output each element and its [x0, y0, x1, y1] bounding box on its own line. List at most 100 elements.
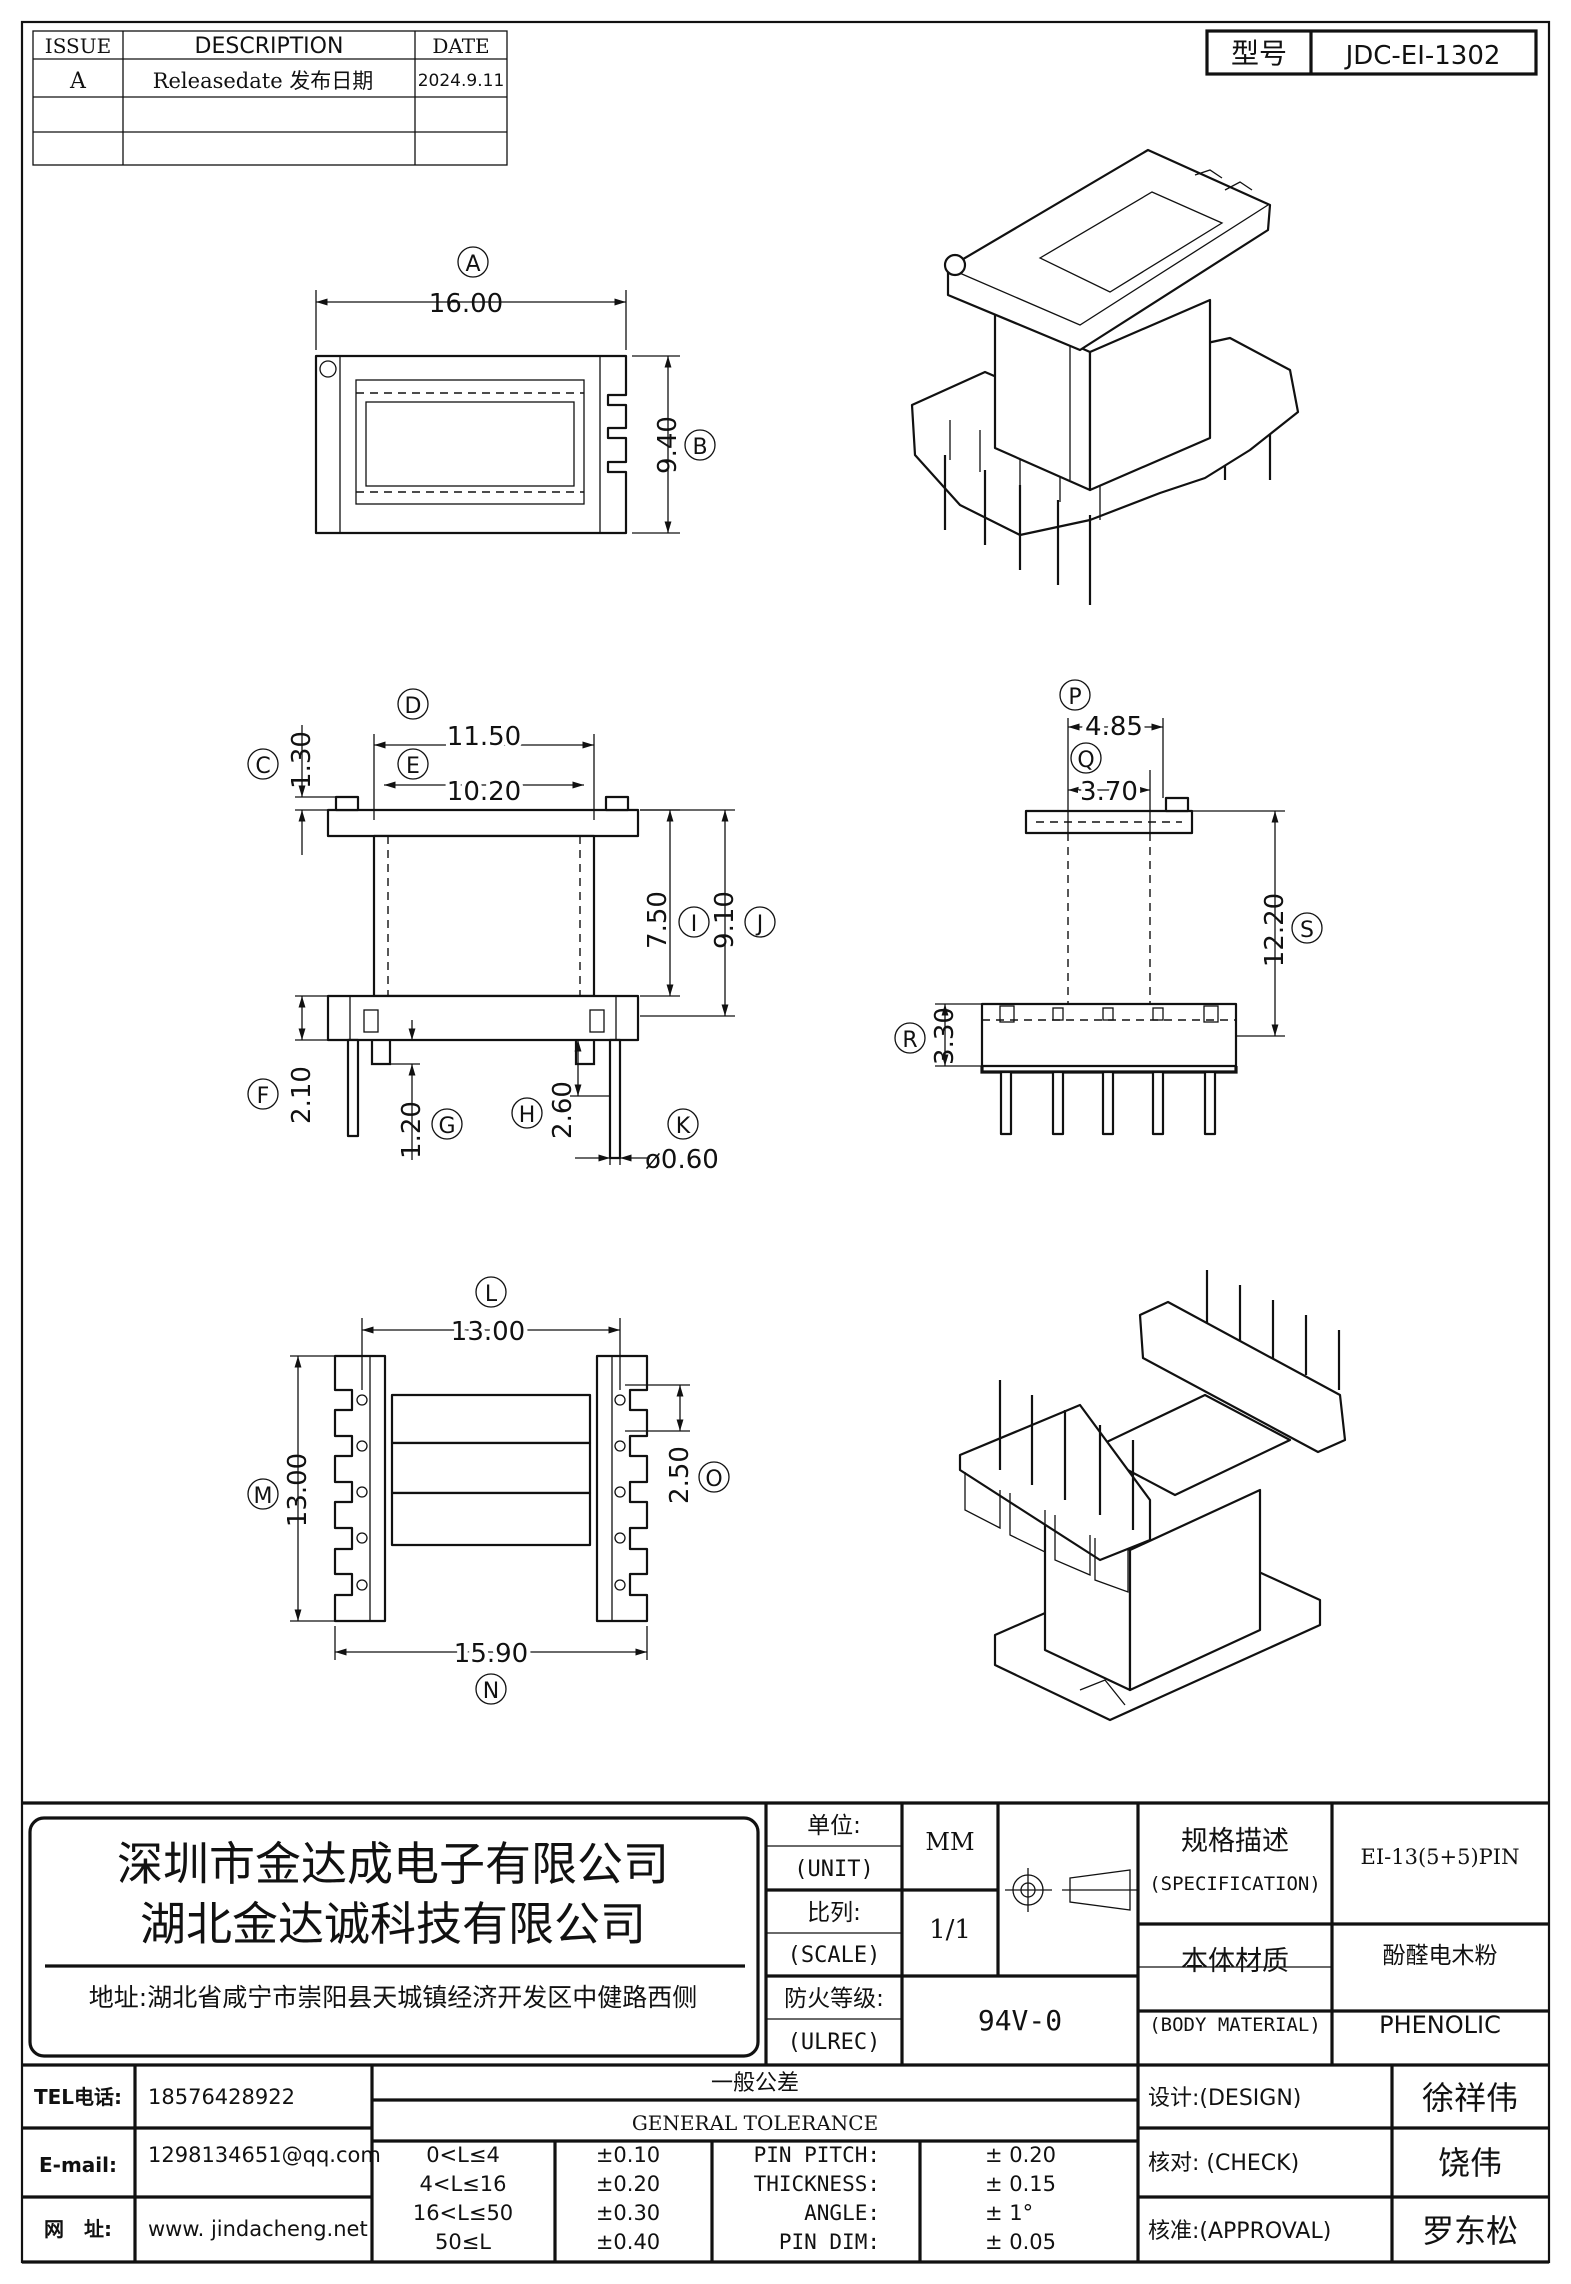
scale-value: 1/1	[929, 1915, 971, 1945]
dim-m-value: 13.00	[283, 1453, 313, 1527]
material-label-cn: 本体材质	[1181, 1946, 1289, 1977]
web-label: 网 址:	[44, 2217, 112, 2241]
tol-name: PIN DIM:	[779, 2230, 880, 2254]
approval-name: 罗东松	[1422, 2212, 1518, 2250]
dim-k-letter: K	[676, 1114, 691, 1139]
description-value: Releasedate 发布日期	[153, 69, 374, 93]
unit-label-en: (UNIT)	[794, 1857, 873, 1882]
dim-b-value: 9.40	[653, 416, 683, 474]
dim-l-letter: L	[485, 1282, 498, 1307]
front-view: 11.50 D 10.20 E 1.30 C 7.50 I 9.10 J 2.1	[247, 688, 776, 1175]
model-box: 型号 JDC-EI-1302	[1205, 29, 1538, 76]
iso-view-bottom	[958, 1270, 1347, 1722]
dim-k-value: ø0.60	[645, 1145, 719, 1175]
dim-c-value: 1.30	[287, 731, 317, 789]
dim-j-value: 9.10	[710, 891, 740, 949]
description-header: DESCRIPTION	[195, 34, 344, 59]
material-value-en: PHENOLIC	[1379, 2011, 1501, 2039]
dim-s-value: 12.20	[1260, 893, 1290, 967]
unit-value: MM	[925, 1828, 974, 1856]
dim-f-value: 2.10	[287, 1066, 317, 1124]
design-name: 徐祥伟	[1422, 2079, 1518, 2117]
tol-value: ±0.20	[596, 2172, 660, 2196]
projection-symbol	[1005, 1868, 1138, 1912]
tol-range: 0<L≤4	[426, 2143, 500, 2167]
tol-value: ±0.40	[596, 2230, 660, 2254]
check-label: 核对: (CHECK)	[1148, 2151, 1299, 2176]
dim-h-letter: H	[519, 1103, 536, 1128]
dim-f-letter: F	[257, 1084, 270, 1109]
web-value: www. jindacheng.net	[148, 2217, 368, 2241]
side-view: 4.85 P 3.70 Q 12.20 S 3.30 R	[894, 679, 1323, 1136]
fire-label-cn: 防火等级:	[784, 1986, 884, 2012]
dim-n-letter: N	[483, 1679, 499, 1704]
spec-label-cn: 规格描述	[1181, 1826, 1289, 1857]
bottom-view: 13.00 L 13.00 M 15.90 N 2.50 O	[247, 1276, 730, 1705]
dim-e-letter: E	[406, 754, 420, 779]
tolerance-rows: 0<L≤4 ±0.10 PIN PITCH: ± 0.20 4<L≤16 ±0.…	[413, 2143, 1056, 2254]
tol-value: ±0.10	[596, 2143, 660, 2167]
dim-s-letter: S	[1300, 918, 1314, 943]
dim-j-letter: J	[755, 912, 764, 937]
dim-h-value: 2.60	[548, 1081, 578, 1139]
spec-value: EI-13(5+5)PIN	[1361, 1845, 1520, 1869]
company-name-1: 深圳市金达成电子有限公司	[117, 1837, 669, 1891]
dim-d-letter: D	[405, 694, 422, 719]
dim-r-letter: R	[902, 1028, 917, 1053]
approval-label: 核准:(APPROVAL)	[1148, 2219, 1331, 2244]
tol-name: PIN PITCH:	[754, 2143, 880, 2167]
title-block: 深圳市金达成电子有限公司 湖北金达诚科技有限公司 地址:湖北省咸宁市崇阳县天城镇…	[22, 1801, 1549, 2264]
dim-a-value: 16.00	[429, 289, 503, 319]
tolerance-title-cn: 一般公差	[711, 2071, 799, 2096]
dim-i-value: 7.50	[643, 891, 673, 949]
dim-n-value: 15.90	[454, 1639, 528, 1669]
date-value: 2024.9.11	[418, 71, 505, 91]
design-label: 设计:(DESIGN)	[1148, 2086, 1301, 2111]
dim-r-value: 3.30	[930, 1007, 960, 1065]
dim-o-value: 2.50	[665, 1446, 695, 1504]
dim-l-value: 13.00	[451, 1317, 525, 1347]
tel-label: TEL电话:	[34, 2085, 122, 2109]
material-value-cn: 酚醛电木粉	[1383, 1943, 1498, 1969]
tol-value: ±0.30	[596, 2201, 660, 2225]
tol-range: 50≤L	[435, 2230, 491, 2254]
dim-d-value: 11.50	[447, 722, 521, 752]
email-label: E-mail:	[39, 2153, 117, 2177]
email-value: 1298134651@qq.com	[148, 2143, 381, 2167]
issue-header: ISSUE	[45, 34, 111, 58]
dim-g-letter: G	[438, 1114, 455, 1139]
unit-label-cn: 单位:	[807, 1813, 861, 1839]
dim-q-value: 3.70	[1080, 777, 1138, 807]
fire-value: 94V-0	[978, 2004, 1062, 2037]
revision-table: ISSUE DESCRIPTION DATE A Releasedate 发布日…	[32, 30, 508, 166]
tol-name: ANGLE:	[804, 2201, 880, 2225]
tol-spec: ± 1°	[985, 2201, 1033, 2225]
dim-m-letter: M	[254, 1484, 273, 1509]
tol-spec: ± 0.20	[985, 2143, 1056, 2167]
issue-value: A	[69, 69, 87, 94]
dim-c-letter: C	[255, 754, 270, 779]
dim-b-letter: B	[692, 435, 707, 460]
model-number: JDC-EI-1302	[1344, 41, 1501, 71]
fire-label-en: (ULREC)	[788, 2030, 881, 2055]
scale-label-en: (SCALE)	[788, 1943, 881, 1968]
top-view: 16.00 A 9.40 B	[314, 246, 716, 535]
iso-view-top	[910, 148, 1300, 605]
dim-p-letter: P	[1068, 685, 1081, 710]
model-label: 型号	[1231, 37, 1287, 70]
tel-value: 18576428922	[148, 2085, 295, 2109]
tolerance-title-en: GENERAL TOLERANCE	[632, 2111, 878, 2135]
company-name-2: 湖北金达诚科技有限公司	[140, 1897, 646, 1951]
tol-range: 16<L≤50	[413, 2201, 513, 2225]
tol-range: 4<L≤16	[420, 2172, 507, 2196]
dim-g-value: 1.20	[397, 1101, 427, 1159]
material-label-en: (BODY MATERIAL)	[1149, 2014, 1321, 2036]
spec-label-en: (SPECIFICATION)	[1149, 1873, 1321, 1895]
tol-spec: ± 0.15	[985, 2172, 1056, 2196]
dim-o-letter: O	[705, 1467, 722, 1492]
dim-a-letter: A	[465, 252, 480, 277]
scale-label-cn: 比列:	[807, 1900, 861, 1926]
company-address: 地址:湖北省咸宁市崇阳县天城镇经济开发区中健路西侧	[89, 1983, 697, 2012]
tol-spec: ± 0.05	[985, 2230, 1056, 2254]
